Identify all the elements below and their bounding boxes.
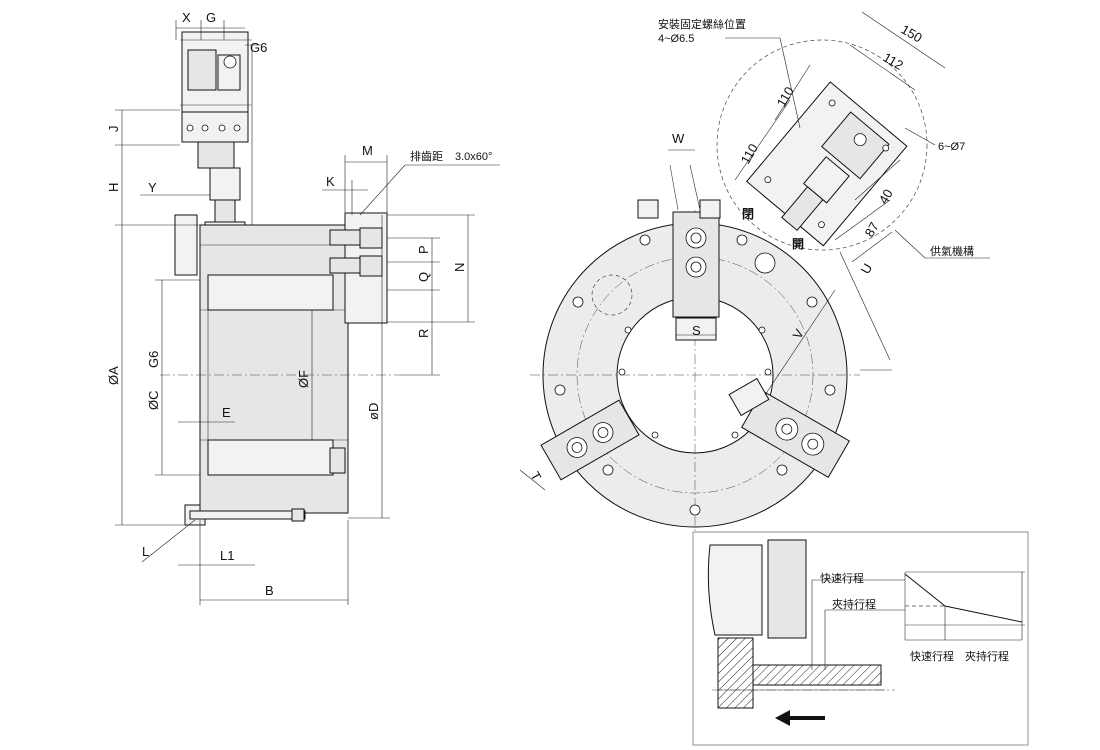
- front-dimension-lines: [519, 11, 990, 491]
- front-valve-assembly: [745, 81, 908, 247]
- dim-g6-label: G6: [146, 351, 161, 368]
- dim-g6-top-label: G6: [250, 40, 267, 55]
- fast-stroke-label-b: 快速行程: [910, 650, 954, 663]
- fast-stroke-label-a: 快速行程: [820, 572, 864, 585]
- dim-u-label: U: [858, 261, 876, 277]
- dim-p-label: P: [416, 245, 431, 254]
- mount-note-line1: 安裝固定螺絲位置: [658, 17, 746, 31]
- dim-g-label: G: [206, 10, 216, 25]
- chamfer-value: 3.0x60°: [455, 151, 492, 163]
- stroke-detail: 快速行程 夾持行程 快速行程 夾持行程: [692, 531, 1029, 746]
- side-dimension-lines: [115, 20, 500, 605]
- dim-j-label: J: [106, 126, 121, 133]
- dim-n-label: N: [452, 263, 467, 272]
- dim-e-label: E: [222, 405, 231, 420]
- dim-c-label: ØC: [146, 391, 161, 411]
- jaw-left: [540, 399, 640, 481]
- dim-b-label: B: [265, 583, 274, 598]
- dim-q-label: Q: [416, 272, 431, 282]
- dim-h-label: H: [106, 183, 121, 192]
- clamp-stroke-label-a: 夾持行程: [832, 597, 876, 611]
- dim-w-label: W: [672, 131, 685, 146]
- left-flange: [174, 214, 198, 276]
- jaw-right: [741, 390, 850, 479]
- side-view: X G G6 J H Y M K 排齒距 3.0x60° P Q N R ØA …: [106, 10, 500, 605]
- dim-r-label: R: [416, 329, 431, 338]
- dim-112-label: 112: [881, 50, 906, 73]
- dim-y-label: Y: [148, 180, 157, 195]
- dim-a-label: ØA: [106, 366, 121, 385]
- air-supply-label: 供氣機構: [930, 244, 974, 258]
- hole-6-label: 6~Ø7: [938, 141, 965, 153]
- front-view: 安裝固定螺絲位置 4~Ø6.5 150 112 110 110 40 87 6~…: [519, 11, 990, 535]
- valve-assembly: [180, 31, 252, 231]
- valve-detail-circle: [716, 39, 928, 251]
- dim-l-label: L: [142, 544, 149, 559]
- dim-l1-label: L1: [220, 548, 234, 563]
- dim-s-label: S: [692, 323, 701, 338]
- dim-87-label: 87: [862, 219, 882, 239]
- dim-t-label: T: [527, 469, 544, 483]
- jaw-top: [637, 164, 721, 341]
- dim-f-label: ØF: [296, 370, 311, 388]
- open-label: 開: [792, 237, 804, 251]
- dim-x-label: X: [182, 10, 191, 25]
- dim-k-label: K: [326, 174, 335, 189]
- dim-m-label: M: [362, 143, 373, 158]
- dim-110a-label: 110: [774, 84, 797, 109]
- mount-note-line2: 4~Ø6.5: [658, 33, 694, 45]
- dim-150-label: 150: [899, 22, 925, 46]
- dim-d-label: øD: [366, 403, 381, 420]
- dim-110b-label: 110: [738, 141, 761, 166]
- clamp-stroke-label-b: 夾持行程: [965, 649, 1009, 663]
- close-label: 閉: [742, 207, 754, 221]
- chamfer-label: 排齒距: [410, 149, 443, 163]
- dim-40-label: 40: [876, 186, 896, 206]
